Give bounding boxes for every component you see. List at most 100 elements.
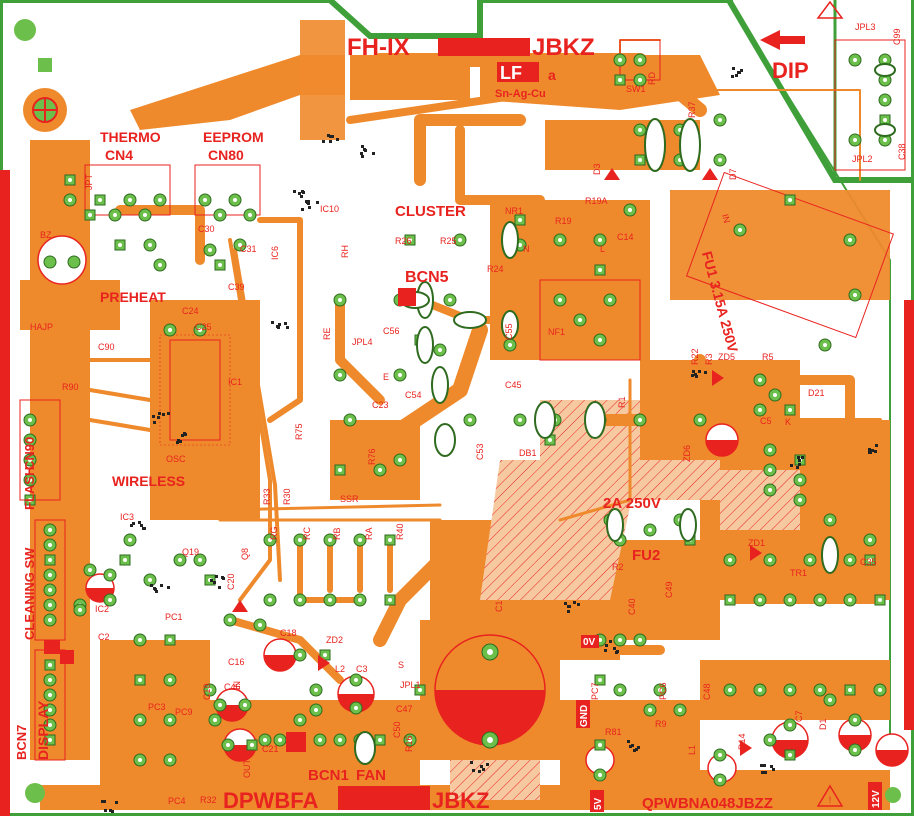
label-l2: L2 xyxy=(335,664,345,674)
label-c90: C90 xyxy=(98,342,115,352)
label-r75: R75 xyxy=(294,423,304,440)
label-sw1: SW1 xyxy=(626,84,646,94)
pad-hole xyxy=(578,318,582,322)
solder-dot xyxy=(160,584,163,587)
label-r32: R32 xyxy=(200,795,217,805)
solder-dot xyxy=(284,322,287,325)
pad-hole xyxy=(314,688,318,692)
label-c31: C31 xyxy=(240,244,257,254)
voltage-5v: 5V xyxy=(593,797,604,810)
solder-dot xyxy=(140,524,143,527)
solder-dot xyxy=(215,575,218,578)
label-c50: C50 xyxy=(392,721,402,738)
solder-dot xyxy=(868,448,871,451)
solder-dot xyxy=(609,640,612,643)
pad-hole xyxy=(148,578,152,582)
label-r30: R30 xyxy=(282,488,292,505)
label-ssr: SSR xyxy=(340,494,359,504)
pad-hole xyxy=(828,518,832,522)
solder-dot xyxy=(152,415,155,418)
pad-hole xyxy=(28,478,32,482)
lf-box xyxy=(497,62,539,82)
label-c46: C46 xyxy=(224,682,241,692)
pad-hole xyxy=(448,298,452,302)
label-r16: R16 xyxy=(404,735,414,752)
label-nf1: NF1 xyxy=(548,327,565,337)
pad-hole xyxy=(48,723,52,727)
label-zd2: ZD2 xyxy=(326,635,343,645)
pad-hole xyxy=(113,213,117,217)
pad-hole xyxy=(338,373,342,377)
pad-hole xyxy=(458,238,462,242)
pad-hole xyxy=(598,338,602,342)
section-flash: FLASH xyxy=(22,467,37,510)
solder-dot xyxy=(278,323,281,326)
model-mark-top xyxy=(438,38,530,56)
label-c38: C38 xyxy=(897,143,907,160)
pad-hole xyxy=(788,688,792,692)
solder-dot xyxy=(181,434,184,437)
pad-hole xyxy=(378,738,382,742)
pad-hole xyxy=(648,528,652,532)
pad-hole xyxy=(548,438,552,442)
solder-dot xyxy=(361,145,364,148)
lead-free-mark: LF xyxy=(500,63,522,83)
gnd-label: GND xyxy=(579,705,590,727)
label-c21: C21 xyxy=(262,744,279,754)
solder-dot xyxy=(629,745,632,748)
solder-dot xyxy=(361,155,364,158)
voltage-0v-text: 0V xyxy=(583,637,596,648)
pad-hole xyxy=(318,738,322,742)
pad-hole xyxy=(848,688,852,692)
solder-dot xyxy=(472,769,475,772)
pad-hole xyxy=(138,638,142,642)
label-ic1: IC1 xyxy=(228,377,242,387)
solder-dot xyxy=(637,746,640,749)
label-c45: C45 xyxy=(505,380,522,390)
voltage-0v-box xyxy=(581,635,599,648)
pad-hole xyxy=(198,558,202,562)
pad-hole xyxy=(168,718,172,722)
pad-hole xyxy=(314,708,318,712)
solder-dot xyxy=(331,135,334,138)
pad-hole xyxy=(788,598,792,602)
pad-hole xyxy=(138,718,142,722)
pad-hole xyxy=(758,408,762,412)
pad-hole xyxy=(208,248,212,252)
component-outline xyxy=(644,118,666,172)
solder-dot xyxy=(167,586,170,589)
pad-hole xyxy=(328,538,332,542)
solder-dot xyxy=(142,527,145,530)
section-eeprom: EEPROM xyxy=(203,129,264,145)
label-re: RE xyxy=(322,327,332,340)
label-r76: R76 xyxy=(367,448,377,465)
solder-dot xyxy=(772,768,775,771)
voltage-5v-box xyxy=(590,790,604,812)
component-outline xyxy=(416,326,434,364)
solder-dot xyxy=(577,603,580,606)
section-bcn1: BCN1 xyxy=(308,767,349,784)
pad-hole xyxy=(138,758,142,762)
solder-dot xyxy=(761,771,764,774)
label-c55: C55 xyxy=(504,323,514,340)
label-in-bottom: IN xyxy=(232,681,242,690)
solder-dot xyxy=(760,764,763,767)
component-outline xyxy=(874,63,896,77)
pad-hole xyxy=(618,688,622,692)
pad-hole xyxy=(788,408,792,412)
label-out: OUT xyxy=(242,759,252,779)
solder-dot xyxy=(735,74,738,77)
label-jpl1: JPL1 xyxy=(400,680,421,690)
pad-hole xyxy=(798,478,802,482)
section-bcn7: BCN7 xyxy=(14,725,29,760)
pad-hole xyxy=(128,538,132,542)
right-rail xyxy=(904,300,914,730)
pad-hole xyxy=(158,263,162,267)
solder-dot xyxy=(567,610,570,613)
solder-dot xyxy=(698,370,701,373)
pad-hole xyxy=(28,498,32,502)
pad-hole xyxy=(518,243,522,247)
pad-hole xyxy=(718,118,722,122)
solder-dot xyxy=(138,521,141,524)
label-pc6: PC6 xyxy=(658,682,668,700)
